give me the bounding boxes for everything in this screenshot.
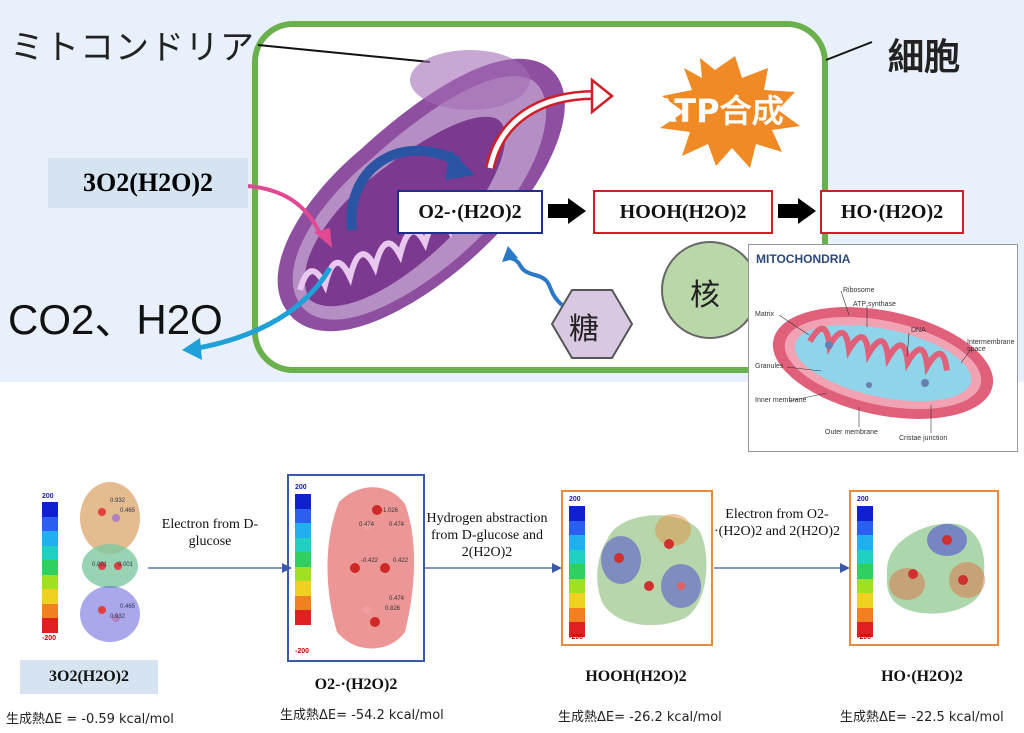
- molecule-name-3: HOOH(H2O)2: [585, 668, 687, 685]
- colorscale-2: [295, 494, 311, 625]
- step-1-text: Electron from D-glucose: [161, 517, 259, 549]
- energy-2: 生成熱ΔE= -54.2 kcal/mol: [280, 708, 444, 723]
- inset-label-atp-synthase: ATP synthase: [853, 301, 896, 308]
- colorscale-4: [857, 506, 873, 637]
- inset-title: MITOCHONDRIA: [756, 252, 851, 266]
- triplet-oxygen-water-label: 3O2(H2O)2: [48, 158, 248, 208]
- mitochondria-pointer-line: [257, 44, 431, 63]
- mitochondria-inset: MITOCHONDRIA Ribosome ATP synthase Matri…: [748, 244, 1018, 452]
- charge-label: 0.932: [110, 498, 126, 504]
- hydrogen-peroxide-box: HOOH(H2O)2: [593, 190, 773, 234]
- electron-arrow: [346, 145, 461, 231]
- co2-water-label: CO2、H2O: [8, 296, 223, 343]
- mitochondria-label: ミトコンドリア: [10, 28, 255, 68]
- colorscale-3: [569, 506, 585, 637]
- oxygen-arrow: [247, 184, 324, 239]
- step-3-text: Electron from O2-·(H2O)2 and 2(H2O)2: [714, 507, 840, 539]
- charge-label: 0.474: [389, 522, 405, 528]
- charge-label: -0.422: [361, 558, 379, 564]
- inset-label-cristae-junction: Cristae junction: [899, 435, 948, 442]
- energy-4: 生成熱ΔE= -22.5 kcal/mol: [840, 710, 1004, 725]
- inset-label-granules: Granules: [755, 363, 784, 370]
- colorscale-2-min: -200: [295, 648, 310, 655]
- energy-3: 生成熱ΔE= -26.2 kcal/mol: [558, 710, 722, 725]
- inset-label-inner-membrane: Inner membrane: [755, 397, 807, 404]
- inset-label-matrix: Matrix: [755, 311, 775, 318]
- charge-label: 0.001: [118, 562, 134, 568]
- molecule-name-4: HO·(H2O)2: [881, 668, 963, 685]
- colorscale-1-max: 200: [42, 493, 54, 500]
- colorscale-3-max: 200: [569, 496, 581, 503]
- charge-label: 0.932: [110, 614, 126, 620]
- inset-label-intermembrane: Intermembrane space: [967, 339, 1015, 353]
- nucleus-label: 核: [690, 278, 720, 313]
- cell-pointer-line: [825, 41, 873, 61]
- molecule-name-2: O2-·(H2O)2: [314, 676, 398, 693]
- charge-label: 0.474: [389, 596, 405, 602]
- colorscale-4-min: -200: [857, 634, 872, 641]
- panel-triplet-oxygen: 200 -200 0.932 0.465 0.001 0.001 0.465 0…: [38, 478, 158, 648]
- molecule-surface-1: [80, 482, 140, 642]
- inset-label-dna: DNA: [911, 327, 926, 334]
- energy-1: 生成熱ΔE = -0.59 kcal/mol: [6, 712, 174, 727]
- step-2-text: Hydrogen abstraction from D-glucose and …: [426, 511, 548, 560]
- superoxide-box: O2-·(H2O)2: [397, 190, 543, 234]
- molecule-surface-4: [886, 523, 985, 614]
- sugar-arrow: [509, 256, 564, 307]
- atp-burst: [660, 56, 800, 168]
- sugar-hexagon: [550, 289, 634, 359]
- charge-label: 0.001: [92, 562, 108, 568]
- atp-synthesis-label: ATP合成: [652, 92, 784, 130]
- hydroxyl-radical-box: HO·(H2O)2: [820, 190, 964, 234]
- chain-arrow-2: [778, 198, 816, 224]
- charge-label: 0.465: [120, 508, 136, 514]
- molecule-surface-3: [597, 514, 707, 626]
- chain-arrow-1: [548, 198, 586, 224]
- molecule-surface-2: [327, 487, 415, 649]
- colorscale-2-max: 200: [295, 484, 307, 491]
- molecule-name-1: 3O2(H2O)2: [20, 660, 158, 694]
- colorscale-1-min: -200: [42, 635, 57, 642]
- sugar-label: 糖: [569, 312, 599, 347]
- inset-label-outer-membrane: Outer membrane: [825, 429, 878, 436]
- inset-diagram: [772, 290, 994, 433]
- cell-label: 細胞: [888, 37, 961, 78]
- colorscale-1: [42, 502, 58, 633]
- charge-label: 0.826: [385, 606, 401, 612]
- charge-label: -1.026: [381, 508, 399, 514]
- colorscale-3-min: -200: [569, 634, 584, 641]
- panel-hydrogen-peroxide: 200 -200: [561, 490, 713, 646]
- panel-hydroxyl: 200 -200: [849, 490, 999, 646]
- colorscale-4-max: 200: [857, 496, 869, 503]
- panel-superoxide: 200 -200 -1.026 0.474 0.474 -0.422 0.422…: [287, 474, 425, 662]
- co2-arrow: [197, 266, 333, 351]
- inset-label-ribosome: Ribosome: [843, 287, 875, 294]
- charge-label: 0.474: [359, 522, 375, 528]
- charge-label: 0.422: [393, 558, 409, 564]
- charge-label: 0.465: [120, 604, 136, 610]
